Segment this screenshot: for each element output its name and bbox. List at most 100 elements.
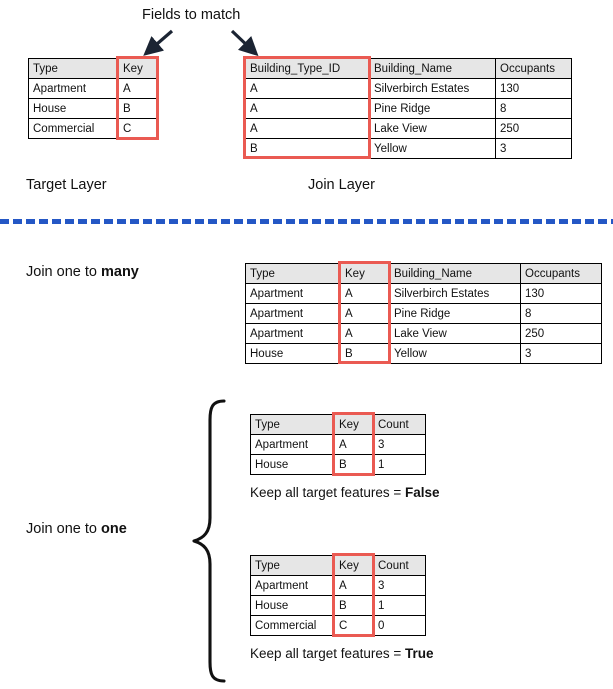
column-header-type: Type bbox=[245, 263, 341, 284]
cell-building-type-id: A bbox=[245, 98, 370, 119]
cell-key: B bbox=[118, 98, 158, 119]
cell-key: A bbox=[118, 78, 158, 99]
join-one-to-many-label: Join one to many bbox=[26, 265, 139, 280]
curly-brace-icon bbox=[192, 399, 226, 683]
table-row: Apartment A Silverbirch Estates 130 bbox=[245, 283, 602, 304]
table-header-row: Type Key Count bbox=[250, 555, 426, 576]
cell-occupants: 130 bbox=[520, 283, 602, 304]
keep-all-target-features-false: Keep all target features = False bbox=[250, 486, 440, 500]
table-row: Apartment A bbox=[28, 78, 158, 99]
arrow-down-right-icon-left bbox=[143, 29, 174, 56]
fields-to-match-title: Fields to match bbox=[142, 7, 241, 23]
cell-count: 3 bbox=[373, 575, 426, 596]
cell-building-name: Yellow bbox=[369, 138, 496, 159]
table-row: B Yellow 3 bbox=[245, 138, 572, 159]
arrow-down-right-icon-right bbox=[230, 29, 259, 57]
cell-type: Commercial bbox=[28, 118, 119, 139]
cell-building-name: Lake View bbox=[369, 118, 496, 139]
column-header-type: Type bbox=[250, 414, 335, 435]
cell-building-name: Silverbirch Estates bbox=[389, 283, 521, 304]
cell-key: A bbox=[340, 283, 390, 304]
cell-count: 1 bbox=[373, 595, 426, 616]
one-to-many-result-table: Type Key Building_Name Occupants Apartme… bbox=[245, 263, 602, 364]
table-row: House B bbox=[28, 98, 158, 119]
one-to-one-true-table: Type Key Count Apartment A 3 House B 1 C… bbox=[250, 555, 426, 636]
target-layer-caption: Target Layer bbox=[26, 177, 107, 193]
join-layer-caption: Join Layer bbox=[308, 177, 375, 193]
cell-type: Apartment bbox=[245, 303, 341, 324]
keep-true-prefix: Keep all target features = bbox=[250, 646, 405, 661]
cell-count: 0 bbox=[373, 615, 426, 636]
table-row: A Silverbirch Estates 130 bbox=[245, 78, 572, 99]
cell-type: House bbox=[28, 98, 119, 119]
join-one-to-one-emph: one bbox=[100, 521, 127, 537]
target-layer-table: Type Key Apartment A House B Commercial … bbox=[28, 58, 158, 139]
table-row: House B Yellow 3 bbox=[245, 343, 602, 364]
column-header-key: Key bbox=[340, 263, 390, 284]
section-divider bbox=[0, 219, 613, 224]
column-header-key: Key bbox=[334, 414, 374, 435]
cell-key: A bbox=[334, 575, 374, 596]
table-header-row: Building_Type_ID Building_Name Occupants bbox=[245, 58, 572, 79]
column-header-building-name: Building_Name bbox=[389, 263, 521, 284]
cell-type: Apartment bbox=[250, 575, 335, 596]
cell-building-name: Lake View bbox=[389, 323, 521, 344]
cell-type: House bbox=[245, 343, 341, 364]
cell-occupants: 250 bbox=[520, 323, 602, 344]
one-to-one-false-table: Type Key Count Apartment A 3 House B 1 bbox=[250, 414, 426, 475]
join-one-to-one-prefix: Join one to bbox=[26, 521, 101, 537]
cell-type: Apartment bbox=[250, 434, 335, 455]
cell-type: Commercial bbox=[250, 615, 335, 636]
table-row: A Pine Ridge 8 bbox=[245, 98, 572, 119]
cell-occupants: 8 bbox=[495, 98, 572, 119]
table-row: House B 1 bbox=[250, 454, 426, 475]
column-header-key: Key bbox=[334, 555, 374, 576]
cell-occupants: 3 bbox=[495, 138, 572, 159]
column-header-type: Type bbox=[250, 555, 335, 576]
cell-building-name: Pine Ridge bbox=[389, 303, 521, 324]
table-row: Commercial C 0 bbox=[250, 615, 426, 636]
keep-true-value: True bbox=[404, 646, 434, 661]
cell-key: A bbox=[340, 323, 390, 344]
cell-occupants: 130 bbox=[495, 78, 572, 99]
cell-occupants: 3 bbox=[520, 343, 602, 364]
cell-count: 1 bbox=[373, 454, 426, 475]
join-one-to-many-prefix: Join one to bbox=[26, 264, 101, 280]
cell-building-name: Yellow bbox=[389, 343, 521, 364]
cell-key: A bbox=[334, 434, 374, 455]
join-layer-table: Building_Type_ID Building_Name Occupants… bbox=[245, 58, 572, 159]
join-one-to-many-emph: many bbox=[100, 264, 139, 280]
cell-building-name: Pine Ridge bbox=[369, 98, 496, 119]
column-header-key: Key bbox=[118, 58, 158, 79]
cell-building-type-id: A bbox=[245, 78, 370, 99]
table-row: Apartment A 3 bbox=[250, 434, 426, 455]
column-header-building-name: Building_Name bbox=[369, 58, 496, 79]
cell-occupants: 8 bbox=[520, 303, 602, 324]
cell-building-name: Silverbirch Estates bbox=[369, 78, 496, 99]
table-row: A Lake View 250 bbox=[245, 118, 572, 139]
column-header-count: Count bbox=[373, 414, 426, 435]
cell-key: C bbox=[118, 118, 158, 139]
column-header-occupants: Occupants bbox=[520, 263, 602, 284]
cell-building-type-id: A bbox=[245, 118, 370, 139]
cell-type: House bbox=[250, 454, 335, 475]
table-header-row: Type Key Building_Name Occupants bbox=[245, 263, 602, 284]
cell-building-type-id: B bbox=[245, 138, 370, 159]
table-row: Apartment A Pine Ridge 8 bbox=[245, 303, 602, 324]
table-header-row: Type Key Count bbox=[250, 414, 426, 435]
table-row: Apartment A Lake View 250 bbox=[245, 323, 602, 344]
keep-false-value: False bbox=[404, 485, 440, 500]
keep-all-target-features-true: Keep all target features = True bbox=[250, 647, 434, 661]
cell-count: 3 bbox=[373, 434, 426, 455]
cell-key: B bbox=[334, 454, 374, 475]
column-header-occupants: Occupants bbox=[495, 58, 572, 79]
table-header-row: Type Key bbox=[28, 58, 158, 79]
cell-type: Apartment bbox=[245, 283, 341, 304]
cell-key: C bbox=[334, 615, 374, 636]
table-row: Commercial C bbox=[28, 118, 158, 139]
join-one-to-one-label: Join one to one bbox=[26, 522, 127, 537]
cell-type: Apartment bbox=[28, 78, 119, 99]
cell-type: House bbox=[250, 595, 335, 616]
table-row: Apartment A 3 bbox=[250, 575, 426, 596]
cell-key: B bbox=[334, 595, 374, 616]
